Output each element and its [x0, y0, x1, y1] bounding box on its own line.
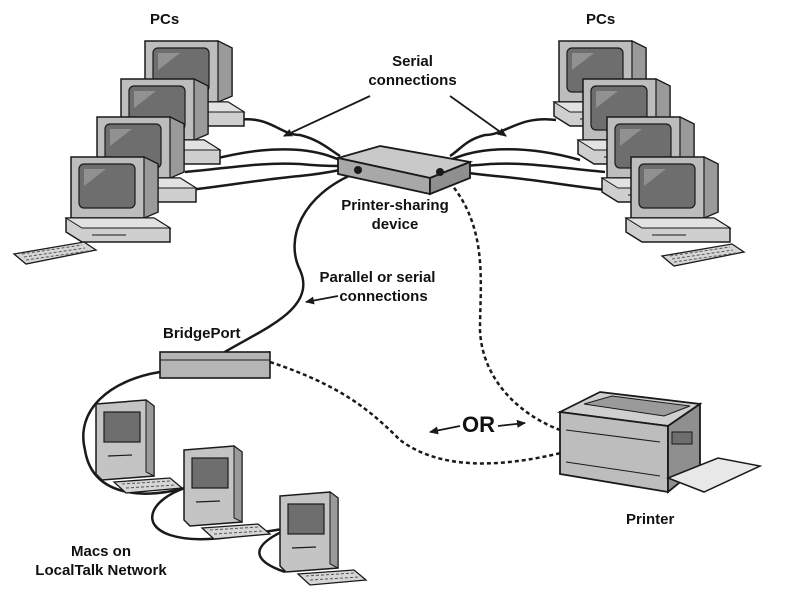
pcs-right-group	[553, 40, 745, 267]
keyboard-icon	[13, 241, 97, 265]
cable-sharing-to-printer	[439, 171, 561, 432]
pc-icon	[625, 156, 731, 243]
bridgeport-icon	[159, 351, 271, 379]
label-pcs-left: PCs	[150, 11, 180, 28]
label-macs-line2: LocalTalk Network	[35, 562, 167, 579]
keyboard-icon	[661, 243, 745, 267]
cable-bridgeport-to-printer	[269, 360, 566, 465]
label-parallel-connections: Parallel or serial connections	[305, 268, 450, 306]
arrow-icon	[283, 95, 526, 435]
label-printer-sharing-device: Printer-sharing device	[325, 196, 465, 234]
label-macs-localtalk: Macs on LocalTalk Network	[22, 542, 180, 580]
label-sharing-line1: Printer-sharing	[341, 197, 449, 214]
mac-icon	[183, 445, 271, 540]
label-serial-line1: Serial	[392, 53, 433, 70]
label-parallel-line1: Parallel or serial	[319, 269, 436, 286]
serial-cables-left	[169, 117, 341, 194]
mac-icon	[95, 399, 183, 494]
label-bridgeport: BridgePort	[163, 325, 241, 342]
cable-sharing-to-bridgeport	[217, 170, 359, 358]
label-or: OR	[462, 412, 495, 437]
label-pcs-right: PCs	[586, 11, 616, 28]
label-sharing-line2: device	[371, 216, 419, 233]
paper-tray	[665, 457, 763, 493]
pcs-left-group	[13, 40, 245, 265]
label-printer: Printer	[626, 511, 675, 528]
label-macs-line1: Macs on	[70, 543, 131, 560]
pc-icon	[65, 156, 171, 243]
label-serial-line2: connections	[368, 72, 457, 89]
label-parallel-line2: connections	[339, 288, 428, 305]
mac-icon	[279, 491, 367, 586]
printer-icon	[556, 391, 763, 494]
label-serial-connections: Serial connections	[355, 52, 470, 90]
sharing-device-icon	[337, 145, 474, 196]
